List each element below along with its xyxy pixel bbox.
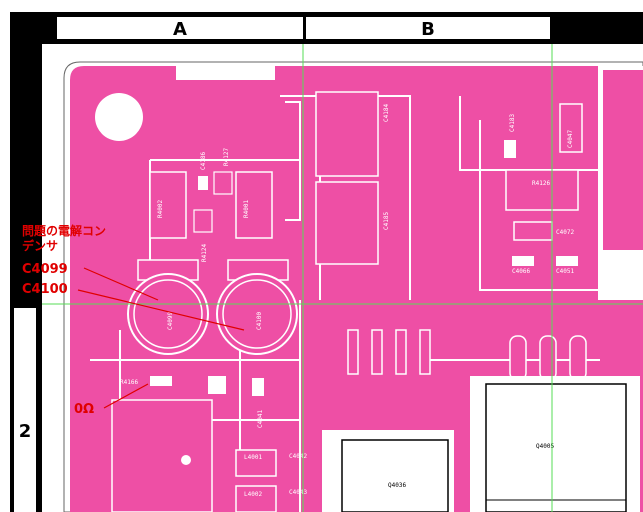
label-c4139: C4139 [635,398,642,416]
label-c4183: C4183 [509,114,516,132]
right-pad-area [603,70,643,250]
annotation-leaders [77,267,245,409]
inductor-l4001-body [235,449,277,477]
pad-c4186 [198,176,208,190]
board-outline [63,61,643,512]
column-label-b: B [421,19,435,40]
label-c4051: C4051 [556,268,574,275]
row-header-cell-2 [14,308,36,512]
label-r4166: R4166 [120,379,138,386]
label-q4036: Q4036 [388,482,406,489]
label-q4005: Q4005 [536,443,554,450]
pad-c4051 [556,256,578,266]
label-r4002: R4002 [157,200,164,218]
capacitor-c4184-body [315,91,379,177]
capacitor-c4185-body [315,181,379,265]
label-c4047: C4047 [567,130,574,148]
row-header-cell-1 [14,48,36,304]
label-c4186: C4186 [200,152,207,170]
ic-footprint [111,399,213,512]
label-c4066: C4066 [512,268,530,275]
pad-c4041 [252,378,264,396]
inductor-l4002-body [235,485,277,512]
label-r4124: R4124 [201,244,208,262]
label-c4185: C4185 [383,212,390,230]
label-c4184: C4184 [383,104,390,122]
annotation-cap2: C4100 [22,282,68,297]
pad-c4047 [559,103,583,153]
capacitor-c4100 [216,273,298,355]
column-header-cell-b [306,17,550,39]
label-r4126: R4126 [532,180,550,187]
mounting-hole [95,93,143,141]
q4005-body [485,383,627,512]
capacitor-c4100-inner [222,279,292,349]
label-c4099: C4099 [167,312,174,330]
annotation-zero-ohm: 0Ω [74,402,95,417]
resistor-r4126-body [505,169,579,211]
column-header-cell-a [57,17,303,39]
capacitor-c4099-inner [133,279,203,349]
resistor-r4124-body [193,209,213,233]
q4036-body [341,439,449,512]
column-label-a: A [173,19,187,40]
grid-lines [42,44,643,512]
label-r4127: R4127 [223,148,230,166]
annotation-problem-line1: 問題の電解コン [22,224,107,238]
q4036-pins [347,329,431,375]
resistor-r4166-pad [150,376,172,386]
label-l4002: L4002 [244,491,262,498]
label-l4001: L4001 [244,454,262,461]
label-c4072: C4072 [556,229,574,236]
resistor-r4001-body [235,171,273,239]
row-label-1: 1 [19,173,32,194]
label-c4042: C4042 [289,453,307,460]
label-c4041: C4041 [257,410,264,428]
q4005-pins [509,335,587,381]
label-r4001: R4001 [243,200,250,218]
pad-c4072 [513,221,553,241]
label-c4100: C4100 [256,312,263,330]
ic-pin1-marker [181,455,191,465]
annotation-cap1: C4099 [22,262,68,277]
pad-c4066 [512,256,534,266]
resistor-r4127-body [213,171,233,195]
annotation-problem-line2: デンサ [22,239,59,253]
pad-c4183 [504,140,516,158]
row-label-2: 2 [19,421,32,442]
capacitor-c4099 [127,273,209,355]
label-c4043: C4043 [289,489,307,496]
resistor-r4002-body [149,171,187,239]
via-pad [208,376,226,394]
